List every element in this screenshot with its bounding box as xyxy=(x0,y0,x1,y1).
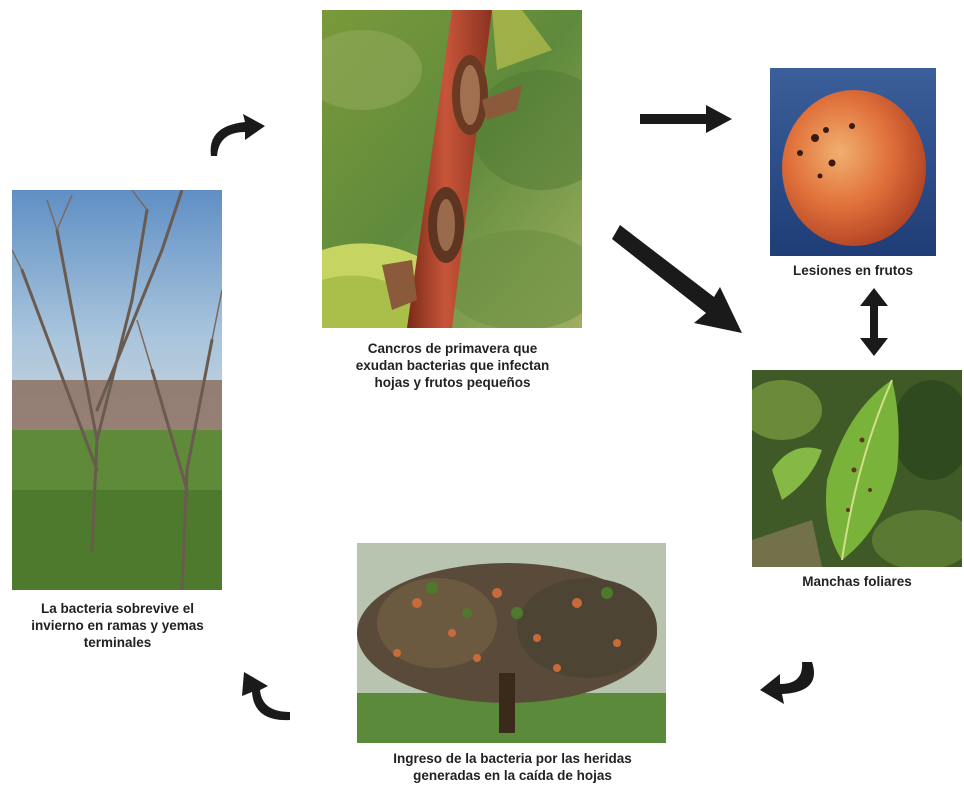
curved-arrow-down-left-icon xyxy=(758,662,820,706)
canker-photo xyxy=(322,10,582,328)
double-arrow-vertical-icon xyxy=(860,288,888,356)
defoliating-tree-photo xyxy=(357,543,666,743)
curved-arrow-up-left-icon xyxy=(234,672,292,724)
leaf-fall-photo xyxy=(357,543,666,743)
winter-photo xyxy=(12,190,222,590)
curved-arrow-up-right-icon xyxy=(205,112,267,158)
peach-fruit-lesions-photo xyxy=(770,68,936,256)
leaf-spots-photo xyxy=(752,370,962,567)
leaf-caption: Manchas foliares xyxy=(752,573,962,590)
arrow-right-icon xyxy=(640,105,732,133)
fruit-photo xyxy=(770,68,936,256)
peach-branch-canker-photo xyxy=(322,10,582,328)
arrow-diagonal-down-right-icon xyxy=(612,225,744,335)
fruit-caption: Lesiones en frutos xyxy=(760,262,946,279)
bare-winter-orchard-photo xyxy=(12,190,222,590)
leaf-fall-caption: Ingreso de la bacteria por las heridas g… xyxy=(345,750,680,784)
canker-caption: Cancros de primavera que exudan bacteria… xyxy=(330,340,575,391)
winter-caption: La bacteria sobrevive el invierno en ram… xyxy=(5,600,230,651)
leaf-photo xyxy=(752,370,962,567)
